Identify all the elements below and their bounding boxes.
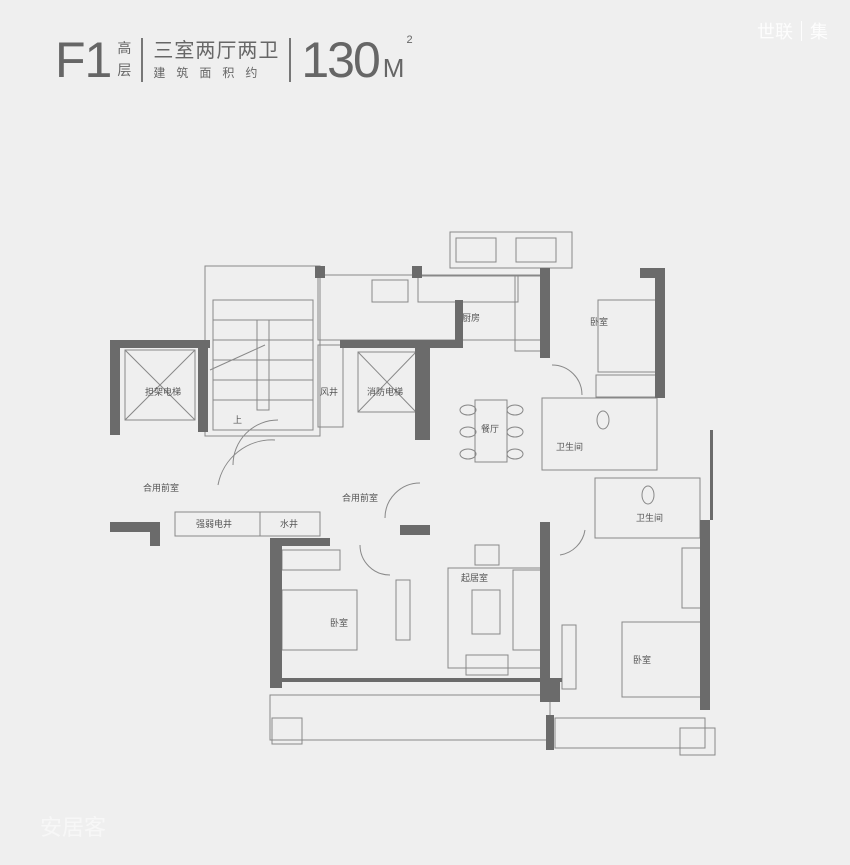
building-type-2: 层 — [117, 63, 132, 79]
label-kitchen: 厨房 — [462, 312, 480, 324]
label-stretcher-elevator: 担架电梯 — [145, 386, 181, 398]
divider — [141, 38, 144, 82]
divider — [289, 38, 292, 82]
layout-type: 三室两厅两卫 — [153, 38, 280, 62]
layout-block: 三室两厅两卫 建筑面积约 — [153, 37, 279, 83]
building-type: 高 层 — [117, 38, 131, 82]
label-dining: 餐厅 — [481, 423, 499, 435]
label-bath-2: 卫生间 — [636, 512, 663, 524]
area-label: 建筑面积约 — [153, 66, 269, 80]
label-fire-elevator: 消防电梯 — [367, 386, 403, 398]
area-unit: M — [382, 53, 405, 83]
label-electric-shaft: 强弱电井 — [196, 518, 232, 530]
logo-sub: 集 — [810, 22, 828, 43]
unit-code: F1 — [55, 32, 112, 88]
label-water-shaft: 水井 — [280, 518, 298, 530]
label-stair-up: 上 — [233, 415, 242, 426]
logo-brand: 世联 — [757, 22, 793, 43]
area-unit-sup: 2 — [406, 34, 413, 46]
plan-header: F1 高 层 三室两厅两卫 建筑面积约 130 M 2 — [55, 30, 413, 90]
label-bedroom-ne: 卧室 — [590, 316, 608, 328]
label-bedroom-se: 卧室 — [633, 654, 651, 666]
thin-walls — [124, 231, 716, 756]
label-living: 起居室 — [461, 572, 488, 584]
area-value: 130 — [301, 32, 380, 88]
room-labels: 厨房 卧室 卫生间 卫生间 餐厅 风井 消防电梯 担架电梯 上 合用前室 合用前… — [143, 312, 663, 666]
brand-logo: 世联 集 — [757, 18, 828, 44]
label-lobby-right: 合用前室 — [342, 492, 378, 504]
label-bath-1: 卫生间 — [556, 441, 583, 453]
building-type-1: 高 — [117, 41, 132, 57]
label-lobby-left: 合用前室 — [143, 482, 179, 494]
logo-divider — [801, 21, 802, 41]
thick-walls — [110, 266, 713, 750]
label-bedroom-sw: 卧室 — [330, 617, 348, 629]
watermark: 安居客 — [40, 816, 106, 841]
label-air-shaft: 风井 — [320, 386, 338, 398]
